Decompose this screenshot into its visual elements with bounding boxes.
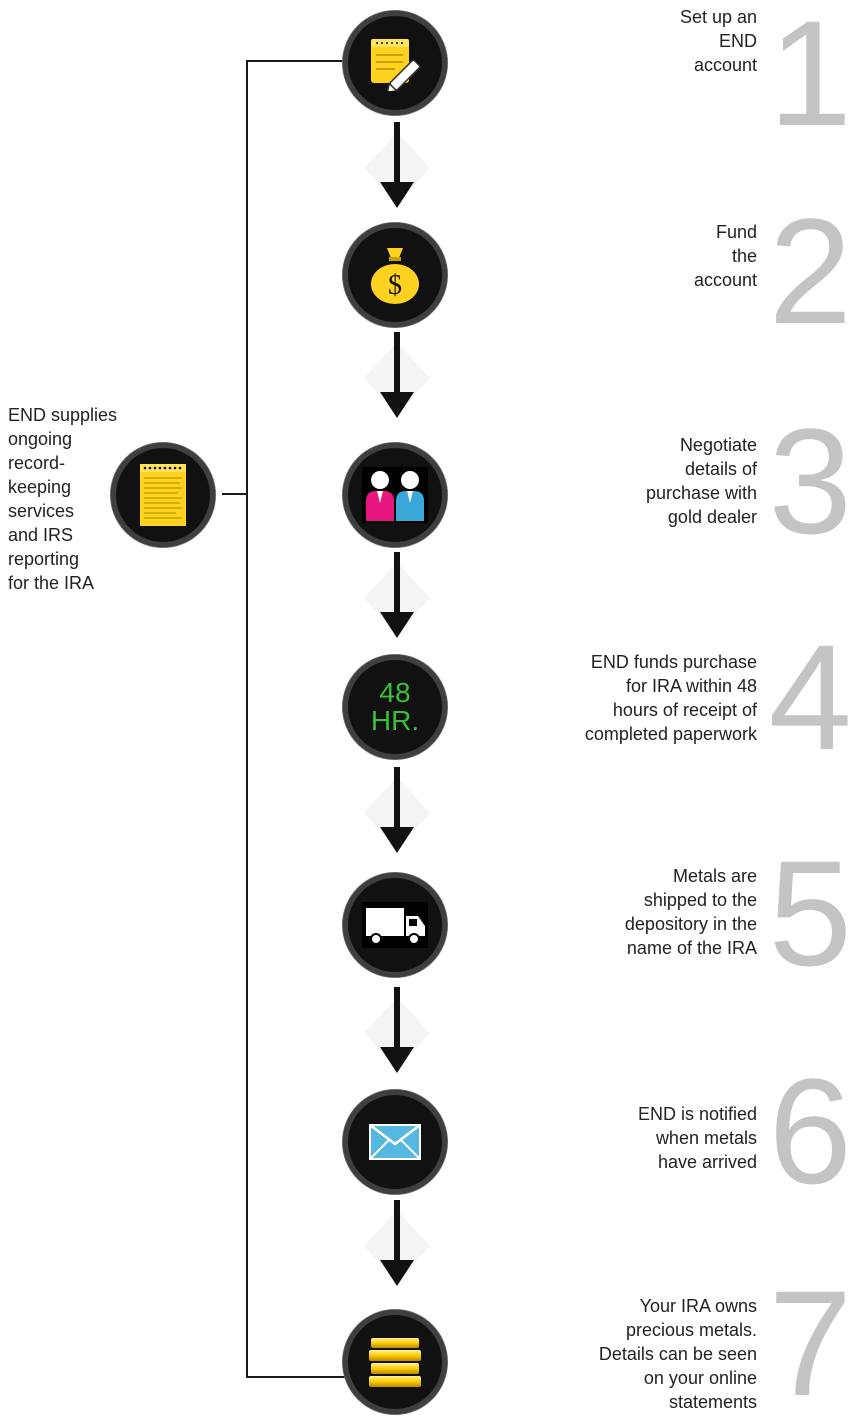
bracket-top-line <box>246 60 346 62</box>
step-3-icon-circle <box>343 443 447 547</box>
arrow-3-4 <box>364 552 430 638</box>
step-1-icon-circle <box>343 11 447 115</box>
step-7-number: 7 <box>768 1259 850 1427</box>
document-list-icon <box>140 464 186 526</box>
bracket-bottom-line <box>246 1376 346 1378</box>
48-hour-number: 48 <box>379 677 411 708</box>
bracket-side-connector <box>222 493 248 495</box>
48-hour-label: HR. <box>370 705 420 736</box>
arrow-6-7 <box>364 1200 430 1286</box>
svg-text:$: $ <box>388 270 402 301</box>
arrow-2-3 <box>364 332 430 418</box>
step-7-icon-circle <box>343 1310 447 1414</box>
step-2-icon-circle: $ <box>343 223 447 327</box>
step-2-text: Fund the account <box>693 222 757 290</box>
bracket-vertical-line <box>246 60 248 1378</box>
step-1-number: 1 <box>768 0 850 157</box>
two-people-icon <box>362 467 428 523</box>
step-6-text: END is notified when metals have arrived <box>637 1104 757 1172</box>
step-2-number: 2 <box>768 187 850 355</box>
step-1-text: Set up an END account <box>679 7 757 75</box>
step-4-number: 4 <box>768 613 850 781</box>
step-5-number: 5 <box>768 829 850 997</box>
step-3-text: Negotiate details of purchase with gold … <box>645 435 757 527</box>
side-icon-circle <box>111 443 215 547</box>
step-4-icon-circle: 48 HR. <box>343 655 447 759</box>
step-4-text: END funds purchase for IRA within 48 hou… <box>584 652 757 744</box>
envelope-icon <box>369 1124 421 1160</box>
48-hour-icon: 48 HR. <box>371 679 419 735</box>
step-5-text: Metals are shipped to the depository in … <box>624 866 757 958</box>
gold-bars-icon <box>369 1338 421 1387</box>
money-bag-icon: $ <box>371 248 419 304</box>
step-5-icon-circle <box>343 873 447 977</box>
arrow-1-2 <box>364 122 430 208</box>
notepad-pencil-icon <box>371 39 421 91</box>
truck-icon <box>362 902 428 948</box>
step-6-icon-circle <box>343 1090 447 1194</box>
arrow-4-5 <box>364 767 430 853</box>
step-3-number: 3 <box>768 397 850 565</box>
step-7-text: Your IRA owns precious metals. Details c… <box>598 1296 757 1412</box>
step-6-number: 6 <box>768 1047 850 1215</box>
side-note-text: END supplies ongoing record- keeping ser… <box>8 405 118 593</box>
arrow-5-6 <box>364 987 430 1073</box>
